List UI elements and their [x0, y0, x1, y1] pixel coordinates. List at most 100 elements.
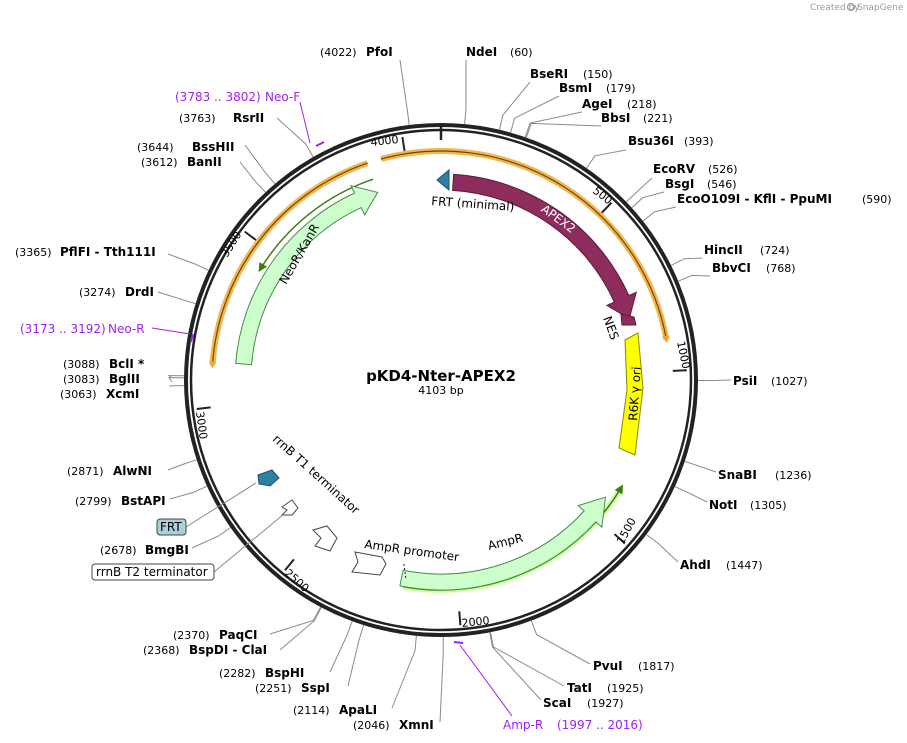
- enzyme-labels-left: (4022) PfoI (3763) RsrII (3644) BssHII (…: [15, 45, 434, 732]
- enzyme-xcmi-pos: (3063): [60, 388, 97, 401]
- neo-orf-arrow: [258, 178, 374, 273]
- enzyme-psii-pos: (1027): [771, 375, 808, 388]
- enzyme-bbvci-pos: (768): [766, 262, 796, 275]
- enzyme-labels-right: NdeI (60) BseRI (150) BsmI (179) AgeI (2…: [466, 45, 892, 710]
- enzyme-pflfi[interactable]: PflFI - Tth111I: [60, 245, 156, 259]
- enzyme-bglii[interactable]: BglII: [109, 372, 140, 386]
- enzyme-psii[interactable]: PsiI: [733, 374, 757, 388]
- leader-l0: [399, 59, 410, 126]
- tick-label-1500: 1500: [614, 516, 639, 547]
- ampr-feature[interactable]: [399, 496, 607, 591]
- enzyme-tati-pos: (1925): [607, 682, 644, 695]
- frt-feature[interactable]: [257, 469, 280, 487]
- frt-leader: [185, 482, 257, 528]
- rrnb-t1-terminator-feature[interactable]: [312, 525, 338, 552]
- ampr-promoter-feature[interactable]: [351, 551, 387, 576]
- enzyme-bsmi[interactable]: BsmI: [559, 81, 592, 95]
- enzyme-bsgi[interactable]: BsgI: [665, 177, 694, 191]
- enzyme-rsrii[interactable]: RsrII: [233, 111, 264, 125]
- enzyme-scai[interactable]: ScaI: [543, 696, 571, 710]
- watermark-text: Created by: [810, 3, 860, 13]
- leader-l11: [191, 527, 231, 549]
- enzyme-bsmi-pos: (179): [606, 82, 636, 95]
- leader-l7: [168, 377, 185, 383]
- enzyme-bbvci[interactable]: BbvCI: [712, 261, 751, 275]
- enzyme-bcli[interactable]: BclI *: [109, 357, 145, 371]
- enzyme-apali[interactable]: ApaLI: [339, 703, 377, 717]
- enzyme-alwni-pos: (2871): [67, 465, 104, 478]
- enzyme-banii-pos: (3612): [141, 156, 178, 169]
- leader-l13: [279, 607, 322, 651]
- r6k-ori-feature[interactable]: [618, 332, 644, 456]
- enzyme-alwni[interactable]: AlwNI: [113, 464, 152, 478]
- enzyme-leader-lines: [157, 59, 732, 723]
- enzyme-ndei[interactable]: NdeI: [466, 45, 497, 59]
- leader-r0: [464, 60, 467, 125]
- plasmid-name: pKD4-Nter-APEX2: [366, 367, 516, 385]
- enzyme-bseri-pos: (150): [583, 68, 613, 81]
- enzyme-ahdi[interactable]: AhdI: [680, 558, 711, 572]
- enzyme-bsu36i-pos: (393): [684, 135, 714, 148]
- frt-minimal-feature[interactable]: [436, 168, 450, 192]
- enzyme-noti-pos: (1305): [750, 499, 787, 512]
- leader-l1: [276, 117, 314, 158]
- leader-l5: [157, 291, 196, 305]
- leader-l14: [329, 621, 353, 673]
- tick-marks: [196, 123, 687, 626]
- enzyme-bseri[interactable]: BseRI: [530, 67, 568, 81]
- neo-r-primer-name[interactable]: Neo-R: [108, 322, 145, 336]
- neor-kanr-feature[interactable]: [235, 185, 379, 366]
- enzyme-agei[interactable]: AgeI: [582, 97, 612, 111]
- neo-r-primer-mark: [190, 333, 194, 343]
- rrnb-t1-label: rrnB T1 terminator: [270, 432, 362, 517]
- amp-r-primer-name[interactable]: Amp-R: [503, 718, 543, 732]
- enzyme-pfoi[interactable]: PfoI: [366, 45, 393, 59]
- leader-l17: [439, 636, 444, 723]
- leader-l9: [167, 459, 197, 471]
- neo-f-primer-range[interactable]: (3783 .. 3802): [175, 90, 261, 104]
- enzyme-tati[interactable]: TatI: [567, 681, 592, 695]
- neo-f-primer-name[interactable]: Neo-F: [265, 90, 300, 104]
- enzyme-bstapi[interactable]: BstAPI: [121, 494, 166, 508]
- enzyme-bbsi-pos: (221): [643, 112, 673, 125]
- leader-l2: [244, 144, 276, 185]
- leader-r1: [499, 81, 531, 130]
- enzyme-sspi[interactable]: SspI: [301, 681, 330, 695]
- leader-l16: [391, 635, 417, 709]
- frt-box[interactable]: [156, 518, 187, 536]
- enzyme-pvui[interactable]: PvuI: [593, 659, 623, 673]
- rrnb-t2-terminator-feature[interactable]: [280, 499, 299, 516]
- enzyme-banii[interactable]: BanII: [187, 155, 222, 169]
- leader-r9: [670, 257, 703, 266]
- rrnb-t2-box[interactable]: [91, 563, 215, 581]
- enzyme-hincii[interactable]: HincII: [704, 243, 743, 257]
- enzyme-bsphi[interactable]: BspHI: [265, 666, 304, 680]
- amp-r-primer-range[interactable]: (1997 .. 2016): [557, 718, 643, 732]
- enzyme-xcmi[interactable]: XcmI: [106, 387, 139, 401]
- enzyme-drdi[interactable]: DrdI: [125, 285, 154, 299]
- enzyme-ecoo109i-pos: (590): [862, 193, 892, 206]
- enzyme-bmgbi-pos: (2678): [100, 544, 137, 557]
- leader-r5: [586, 149, 627, 169]
- frt-box-label: FRT: [160, 520, 182, 534]
- tick-label-3000: 3000: [193, 411, 210, 441]
- enzyme-bbsi[interactable]: BbsI: [601, 111, 630, 125]
- enzyme-ecoo109i[interactable]: EcoO109I - KflI - PpuMI: [677, 192, 832, 206]
- enzyme-snabi[interactable]: SnaBI: [718, 468, 757, 482]
- enzyme-bsu36i[interactable]: Bsu36I: [628, 134, 674, 148]
- enzyme-bspdi-pos: (2368): [143, 644, 180, 657]
- enzyme-paqci[interactable]: PaqCI: [219, 628, 257, 642]
- neo-r-primer-range[interactable]: (3173 .. 3192): [20, 322, 106, 336]
- tick-mark-2000: [458, 611, 462, 626]
- enzyme-ecorv[interactable]: EcoRV: [653, 162, 696, 176]
- enzyme-bmgbi[interactable]: BmgBI: [145, 543, 189, 557]
- enzyme-ecorv-pos: (526): [708, 163, 738, 176]
- leader-l10: [169, 485, 208, 500]
- enzyme-noti[interactable]: NotI: [709, 498, 738, 512]
- enzyme-bsshii[interactable]: BssHII: [192, 140, 234, 154]
- enzyme-bspdi[interactable]: BspDI - ClaI: [189, 643, 267, 657]
- enzyme-bsphi-pos: (2282): [219, 667, 256, 680]
- nes-feature[interactable]: [620, 313, 637, 326]
- enzyme-xmni[interactable]: XmnI: [399, 718, 434, 732]
